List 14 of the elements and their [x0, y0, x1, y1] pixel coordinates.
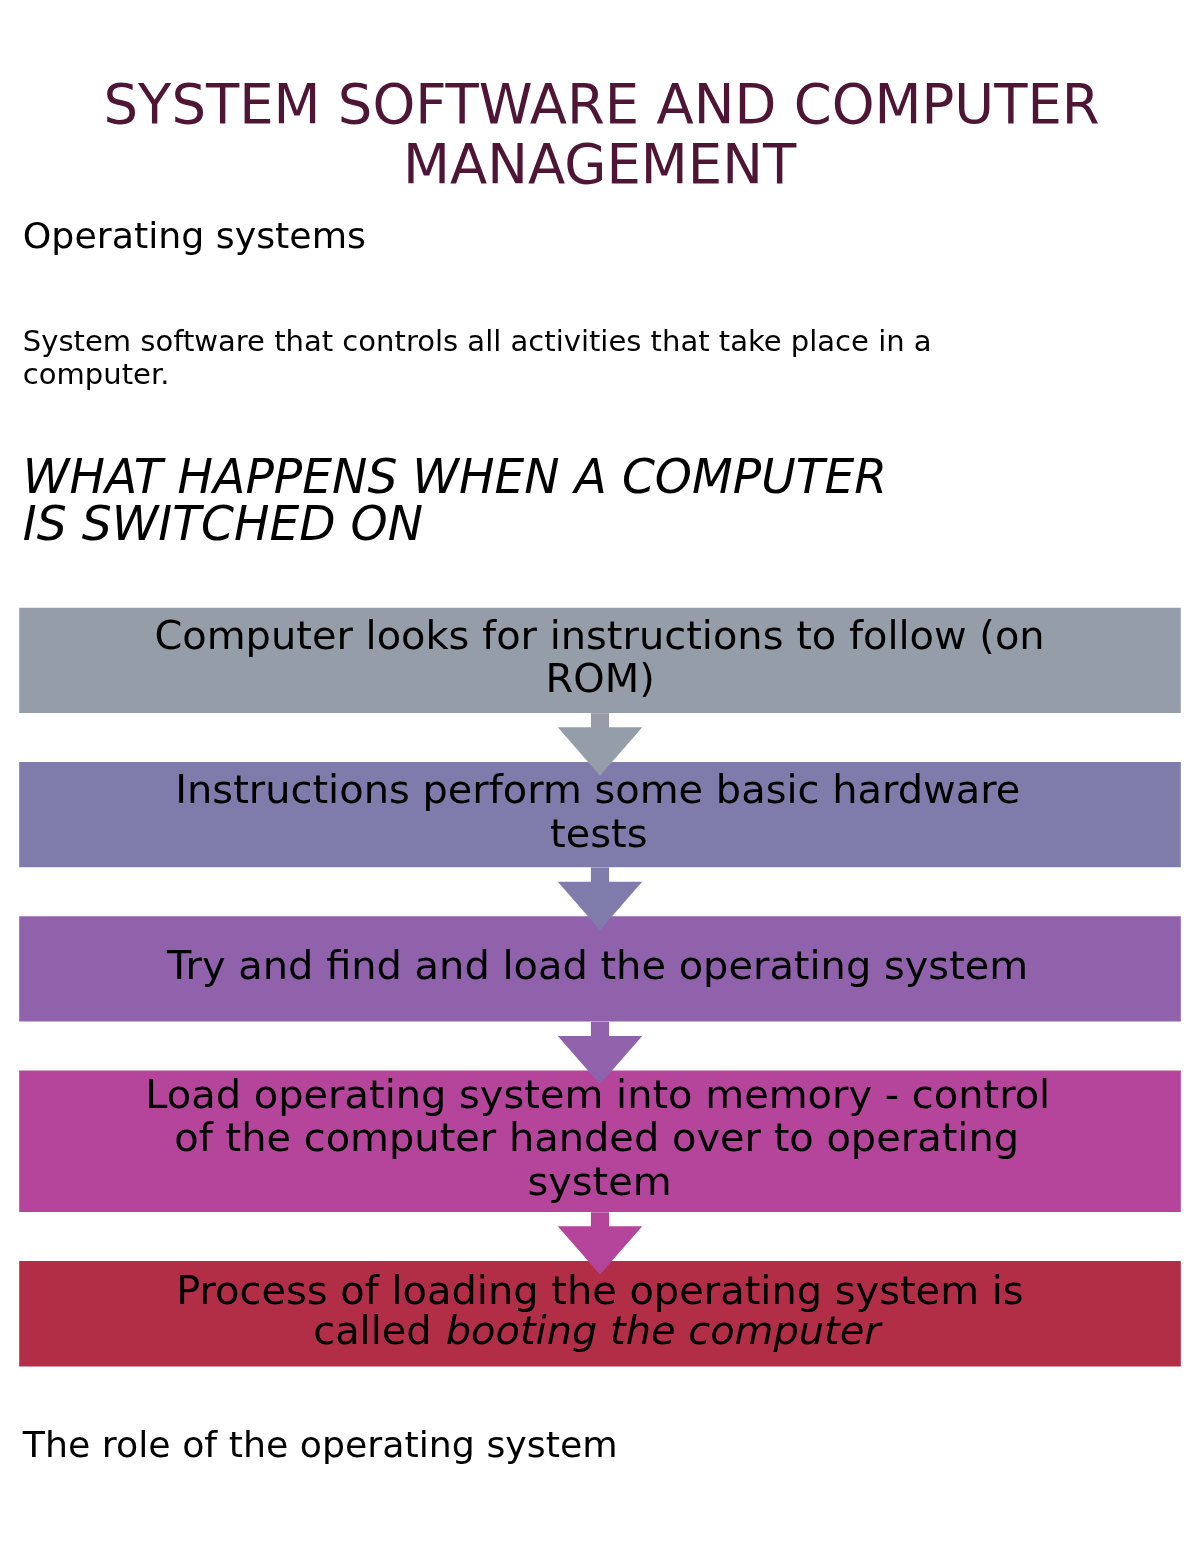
- label: System software that controls all activities that take place in a computer.: [22, 324, 932, 392]
- node-box: Computer looks for instructions to follow (on ROM): [19, 607, 1181, 713]
- arrow: [557, 713, 643, 776]
- arrow: [557, 867, 643, 930]
- node-box: Try and find and load the operating system: [19, 916, 1181, 1022]
- node-box: Load operating system into memory - control of the computer handed over to operating system: [19, 1070, 1181, 1213]
- node-box: Instructions perform some basic hardware tests: [19, 762, 1181, 868]
- arrow: [557, 1212, 643, 1275]
- node-box: Process of loading the operating system is called booting the computer: [19, 1261, 1181, 1367]
- arrow: [557, 1021, 643, 1085]
- diagram-title: SYSTEM SOFTWARE AND COMPUTER MANAGEMENT: [103, 72, 1100, 196]
- label: WHAT HAPPENS WHEN A COMPUTER IS SWITCHED ON: [22, 448, 888, 552]
- label: The role of the operating system: [22, 1423, 618, 1467]
- label: Operating systems: [22, 214, 366, 258]
